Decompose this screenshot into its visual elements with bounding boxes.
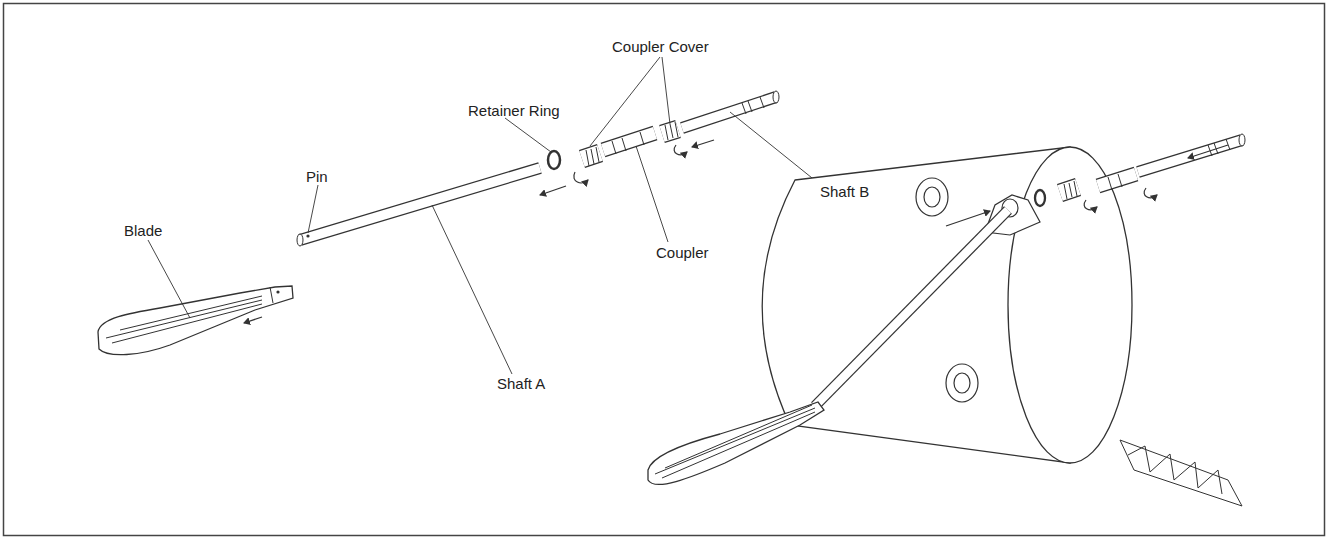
leader-lines (148, 57, 822, 374)
shaft-b (682, 91, 779, 128)
shaft-b (1138, 134, 1245, 172)
d-ring-handle (916, 178, 948, 216)
rotation-arrow (1144, 188, 1157, 198)
part-label: Blade (124, 222, 162, 240)
direction-arrow (946, 211, 990, 226)
coupler-cover (582, 147, 600, 166)
part-label: Coupler (656, 244, 709, 262)
rotation-arrow (1084, 200, 1097, 210)
frame-border (4, 4, 1325, 536)
direction-arrow (692, 140, 714, 147)
d-ring-handle (946, 364, 978, 402)
coupler-cover (662, 122, 678, 140)
coupler-part (603, 132, 655, 154)
rotation-arrow (674, 145, 687, 155)
coupler-cover (1060, 181, 1078, 199)
direction-arrow (540, 186, 566, 195)
part-label: Pin (306, 168, 328, 186)
assembled-paddle (648, 210, 1008, 485)
part-label: Shaft A (497, 375, 545, 393)
coupler-part (1098, 174, 1136, 190)
inflatable-tube (762, 147, 1242, 506)
part-label: Retainer Ring (468, 102, 560, 120)
blade-part (98, 286, 293, 355)
direction-arrow (244, 317, 262, 323)
shaft-a (297, 168, 540, 246)
rotation-arrow (574, 172, 588, 183)
retainer-ring (1035, 190, 1045, 206)
retainer-ring (548, 151, 560, 169)
part-label: Coupler Cover (612, 38, 709, 56)
part-label: Shaft B (820, 183, 869, 201)
direction-arrow (1188, 145, 1228, 158)
